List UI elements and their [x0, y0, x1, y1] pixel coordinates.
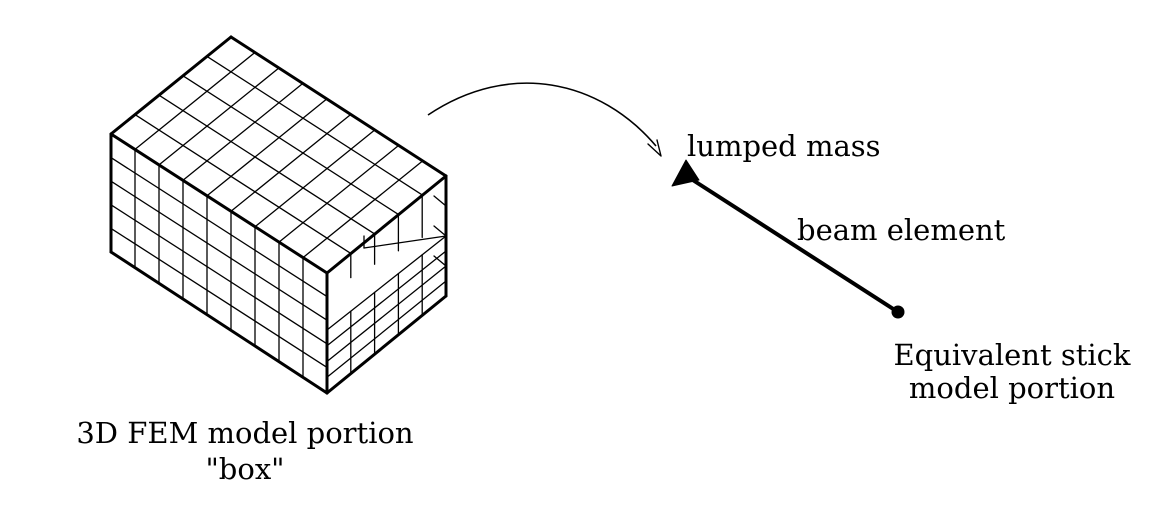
lumped-mass-label: lumped mass: [687, 129, 881, 163]
transformation-arrow-curve: [427, 82, 657, 147]
transformation-arrow: [427, 82, 662, 157]
box-top-mesh-line: [134, 113, 352, 255]
box-caption-line2: "box": [205, 452, 284, 486]
box-end-mesh-line: [433, 195, 447, 207]
box-outline-edge: [109, 35, 233, 136]
box-outline-edge: [109, 250, 329, 395]
box-inner-edge-line: [363, 235, 447, 249]
box-top-mesh-line: [206, 98, 328, 197]
fem-box-outline: [109, 35, 448, 395]
box-side-mesh-line: [110, 156, 328, 298]
beam-element-label: beam element: [797, 213, 1006, 247]
box-floor-edge-line: [326, 235, 447, 331]
box-top-mesh-line: [278, 144, 400, 243]
box-end-mesh-line: [433, 255, 447, 267]
box-top-mesh-line: [302, 159, 424, 259]
box-floor-mesh-line: [326, 280, 447, 378]
fem-box-mesh: [110, 51, 447, 378]
box-top-mesh-line: [134, 51, 256, 151]
beam-element-line: [683, 173, 900, 314]
box-top-mesh-line: [254, 129, 376, 228]
box-side-mesh-line: [110, 180, 328, 321]
box-top-mesh-line: [182, 82, 304, 181]
beam-end-node: [891, 305, 905, 319]
box-caption-line1: 3D FEM model portion: [76, 416, 413, 450]
transformation-arrow-head-icon: [647, 139, 662, 157]
box-side-mesh-line: [110, 204, 328, 345]
box-outline-edge: [229, 35, 448, 178]
lumped-mass-marker-icon: [671, 159, 700, 187]
box-top-mesh-line: [182, 75, 400, 216]
box-end-mesh-line: [433, 225, 447, 237]
stick-caption-line1: Equivalent stick: [894, 338, 1131, 372]
box-top-mesh-line: [158, 94, 376, 235]
box-top-mesh-line: [158, 67, 280, 166]
box-outline-edge: [325, 294, 448, 395]
box-floor-mesh-line: [326, 250, 447, 347]
box-top-mesh-line: [230, 113, 352, 212]
stick-model: [671, 159, 905, 319]
box-outline-edge: [109, 132, 329, 275]
box-top-mesh-line: [206, 55, 424, 197]
box-floor-mesh-line: [326, 265, 447, 363]
stick-caption-line2: model portion: [909, 371, 1115, 405]
box-outline-edge: [325, 174, 448, 275]
box-side-mesh-line: [110, 227, 328, 369]
